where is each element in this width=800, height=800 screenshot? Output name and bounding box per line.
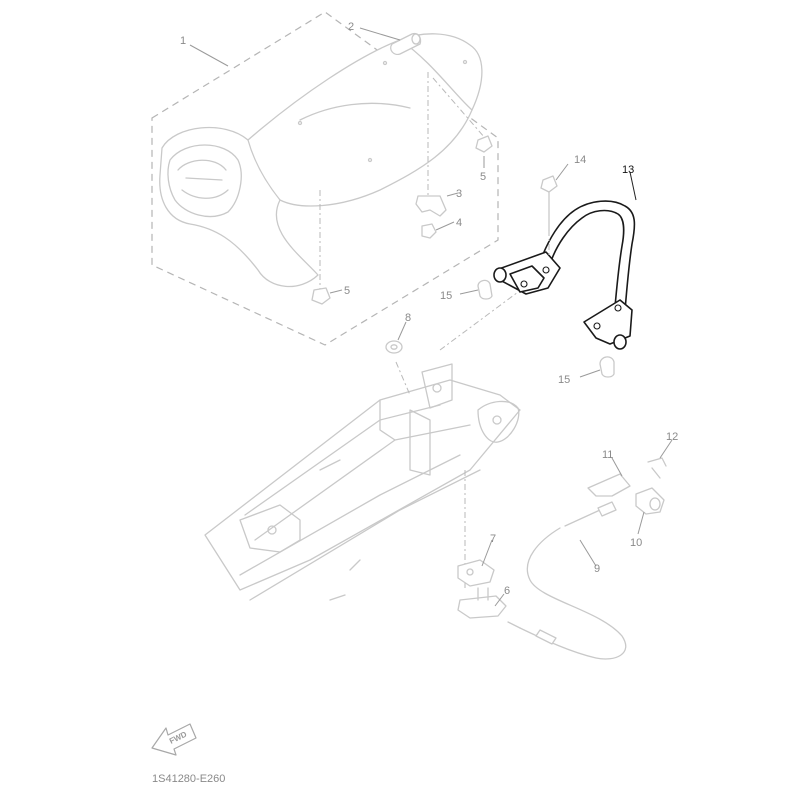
callout-11: 11	[602, 449, 613, 461]
callout-4: 4	[456, 217, 462, 229]
callout-5-lower: 5	[344, 285, 350, 297]
seat-lock-cable-part	[507, 501, 627, 660]
leader-15b	[579, 369, 601, 378]
callout-10: 10	[630, 537, 642, 549]
grab-bar-part	[493, 200, 636, 350]
leader-14	[555, 163, 569, 181]
callout-15-left: 15	[440, 290, 452, 302]
leader-8	[397, 321, 407, 341]
seat-centerline-3	[432, 77, 486, 139]
lock-bracket-part	[457, 559, 495, 587]
seat-nut-part	[421, 223, 437, 239]
callout-13: 13	[622, 164, 634, 176]
callout-12: 12	[666, 431, 678, 443]
leader-9	[579, 539, 597, 567]
leader-15a	[459, 289, 479, 295]
callout-15-right: 15	[558, 374, 570, 386]
collar-part	[385, 340, 403, 354]
seat-assembly	[159, 33, 483, 288]
callout-6: 6	[504, 585, 510, 597]
lock-clip-part	[647, 457, 667, 479]
leader-6	[494, 593, 505, 607]
leader-1	[189, 44, 229, 67]
seat-knob-part	[390, 32, 422, 56]
callout-14: 14	[574, 154, 586, 166]
leader-2	[359, 27, 401, 41]
callout-2: 2	[348, 21, 354, 33]
frame-to-grab-centerline	[439, 271, 546, 351]
grab-bar-bolt-part	[540, 175, 558, 258]
callout-7: 7	[490, 533, 496, 545]
leader-5b	[329, 289, 343, 294]
diagram-code: 1S41280-E260	[152, 773, 225, 785]
seat-hook-part	[457, 587, 507, 619]
callout-9: 9	[594, 563, 600, 575]
leader-10	[637, 511, 645, 535]
fwd-arrow-icon: FWD	[151, 723, 197, 756]
collar-centerline	[395, 361, 411, 396]
leader-7	[481, 539, 493, 567]
callout-5-upper: 5	[480, 171, 486, 183]
seat-damper-lower	[311, 287, 331, 305]
leader-13	[629, 171, 637, 201]
leader-11	[611, 457, 623, 477]
leader-3	[446, 192, 459, 197]
callout-3: 3	[456, 188, 462, 200]
grab-bar-cap-right	[599, 356, 615, 378]
seat-bracket-part	[415, 195, 447, 217]
grab-bar-cap-left	[477, 279, 493, 300]
leader-4	[435, 221, 455, 231]
callout-8: 8	[405, 312, 411, 324]
lock-lever-part	[587, 473, 631, 497]
seat-damper-upper	[475, 135, 493, 153]
rear-frame	[204, 363, 521, 601]
leader-12	[659, 439, 673, 459]
seat-lock-cylinder-part	[635, 487, 665, 515]
callout-1: 1	[180, 35, 186, 47]
seat-group-box	[151, 11, 499, 346]
